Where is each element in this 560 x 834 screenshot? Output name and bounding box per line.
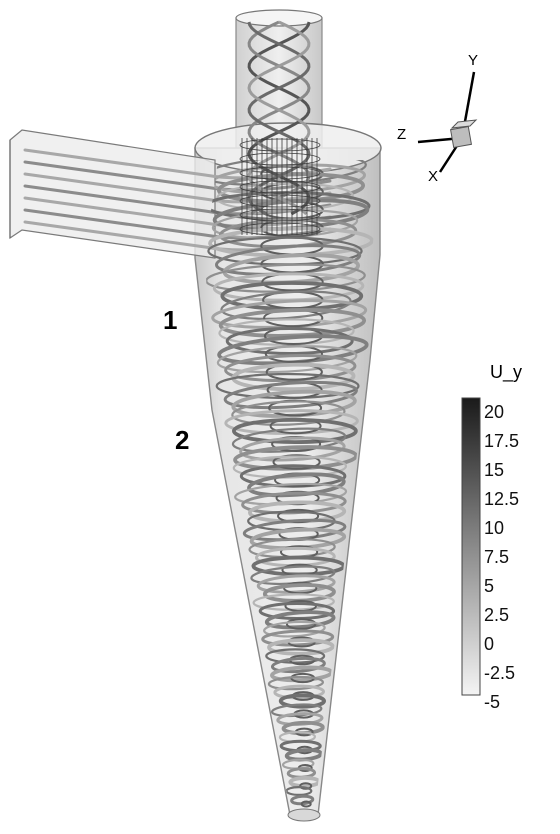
colorbar-tick: 10 (484, 519, 504, 537)
colorbar-title: U_y (490, 362, 522, 383)
region-label-2: 2 (175, 425, 189, 456)
axis-label-x: X (428, 168, 438, 185)
colorbar (462, 398, 480, 695)
colorbar-tick: 7.5 (484, 548, 509, 566)
axis-label-y: Y (468, 52, 478, 69)
colorbar-tick: 2.5 (484, 606, 509, 624)
colorbar-tick: -5 (484, 693, 500, 711)
axis-label-z: Z (397, 126, 406, 143)
colorbar-tick: 20 (484, 403, 504, 421)
colorbar-tick: 17.5 (484, 432, 519, 450)
colorbar-tick: -2.5 (484, 664, 515, 682)
region-label-1: 1 (163, 305, 177, 336)
colorbar-tick: 0 (484, 635, 494, 653)
colorbar-tick: 15 (484, 461, 504, 479)
colorbar-tick: 5 (484, 577, 494, 595)
axis-triad (418, 72, 476, 172)
colorbar-tick: 12.5 (484, 490, 519, 508)
